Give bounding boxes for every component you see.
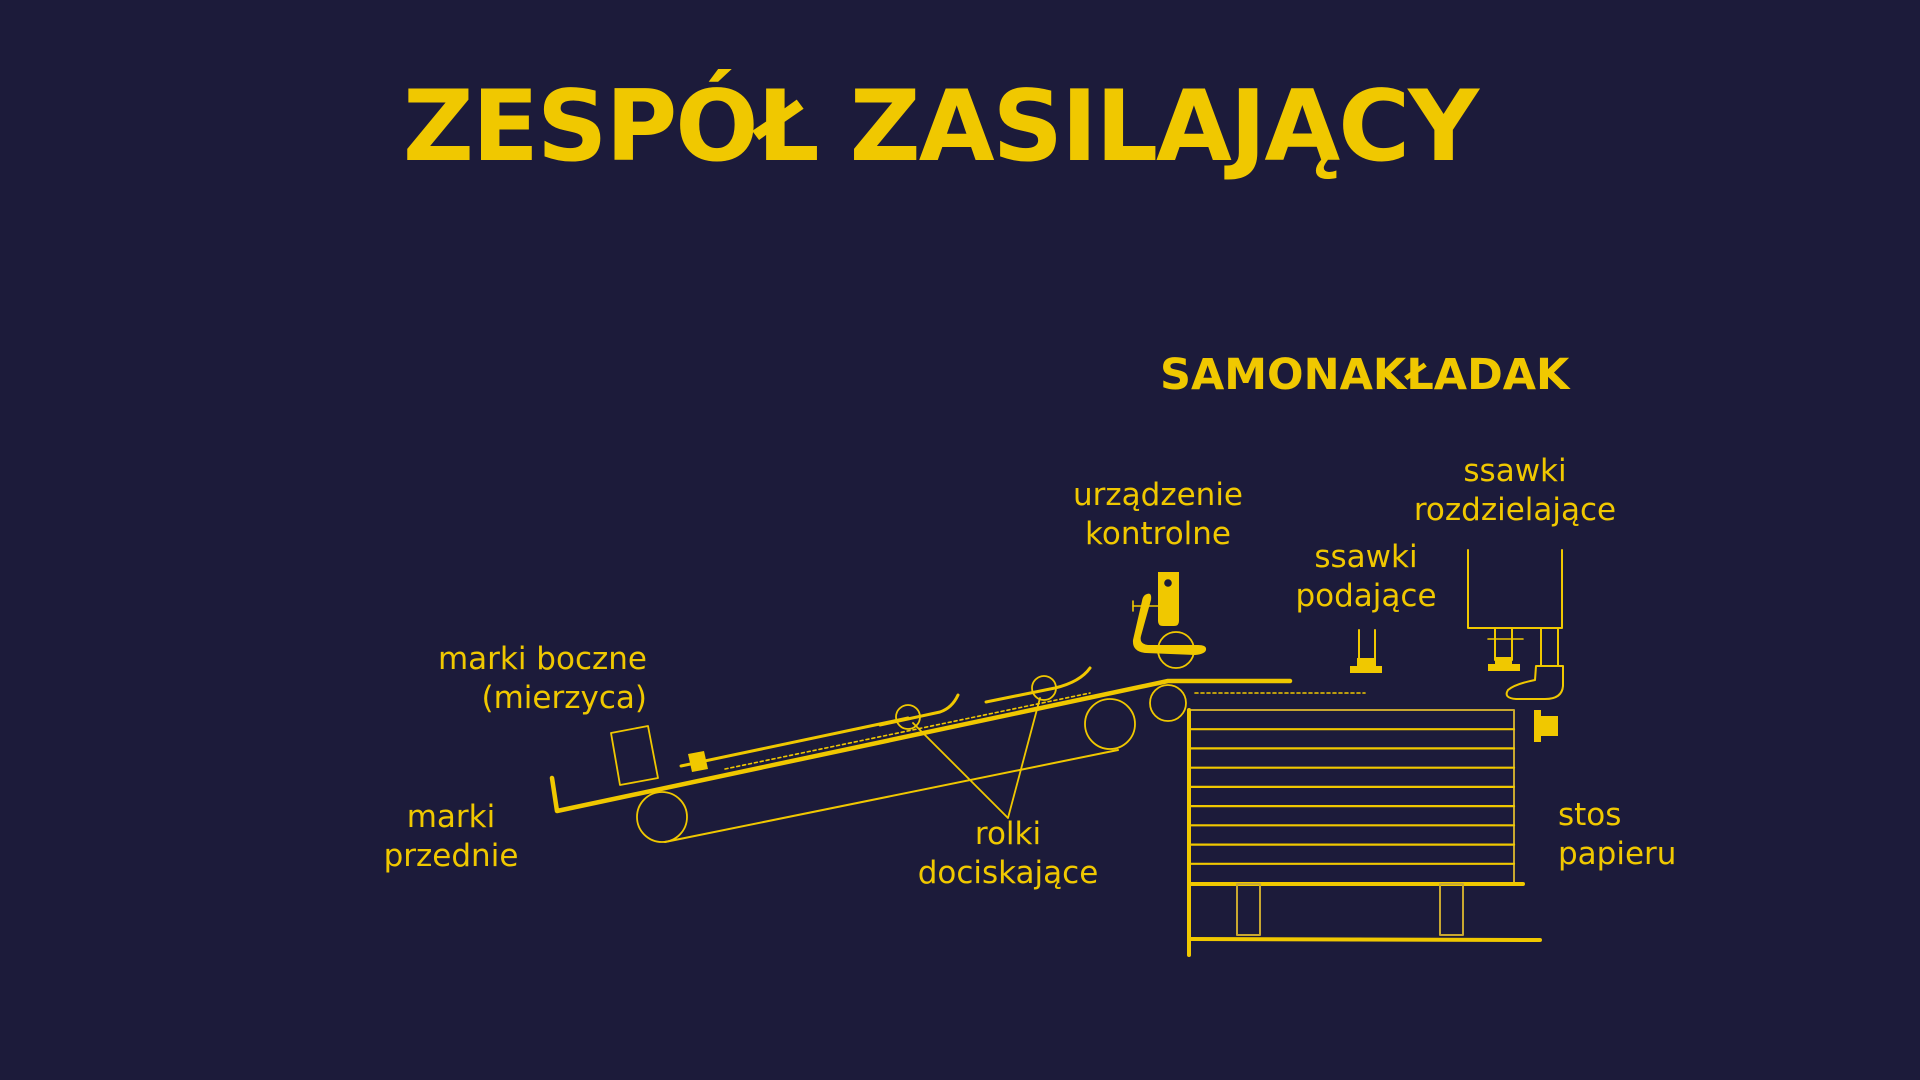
separating-sucker [1488, 657, 1520, 671]
pallet [1188, 882, 1542, 942]
control-device [1132, 572, 1207, 655]
side-mark-rail [679, 716, 910, 768]
label-paper-stack: stos papieru [1558, 796, 1676, 874]
label-front-marks: marki przednie [384, 798, 519, 876]
label-line: dociskające [917, 855, 1099, 891]
feed-table-conveyor [549, 678, 1366, 843]
label-line: przednie [383, 838, 519, 874]
pressure-rollers [878, 666, 1092, 819]
slide-title: ZESPÓŁ ZASILAJĄCY [402, 70, 1479, 184]
label-feeding-suckers: ssawki podające [1295, 538, 1436, 616]
separating-sucker-frame [1467, 549, 1564, 700]
paper-stack [1187, 708, 1516, 957]
label-control-device: urządzenie kontrolne [1073, 476, 1243, 554]
label-line: ssawki [1314, 539, 1418, 575]
side-mark-slider [688, 751, 708, 772]
label-line: podające [1295, 578, 1437, 614]
label-line: stos [1558, 797, 1622, 833]
conveyor-rollers [636, 684, 1187, 843]
label-line: rozdzielające [1413, 492, 1617, 528]
section-subtitle: SAMONAKŁADAK [1160, 350, 1570, 400]
label-line: urządzenie [1072, 477, 1244, 513]
label-line: rolki [974, 816, 1042, 852]
label-line: ssawki [1463, 453, 1567, 489]
side-mark-box [610, 725, 659, 786]
stack-back-stop [1534, 710, 1558, 742]
label-line: marki boczne [437, 641, 647, 677]
feeding-sucker [1350, 658, 1382, 673]
label-line: marki [406, 799, 496, 835]
label-line: kontrolne [1085, 516, 1231, 552]
label-pressure-rollers: rolki dociskające [918, 815, 1099, 893]
label-line: papieru [1558, 836, 1677, 872]
label-side-marks: marki boczne (mierzyca) [438, 640, 647, 718]
label-line: (mierzyca) [481, 680, 647, 716]
feeding-sucker-stems [1358, 629, 1376, 661]
label-separating-suckers: ssawki rozdzielające [1414, 452, 1616, 530]
